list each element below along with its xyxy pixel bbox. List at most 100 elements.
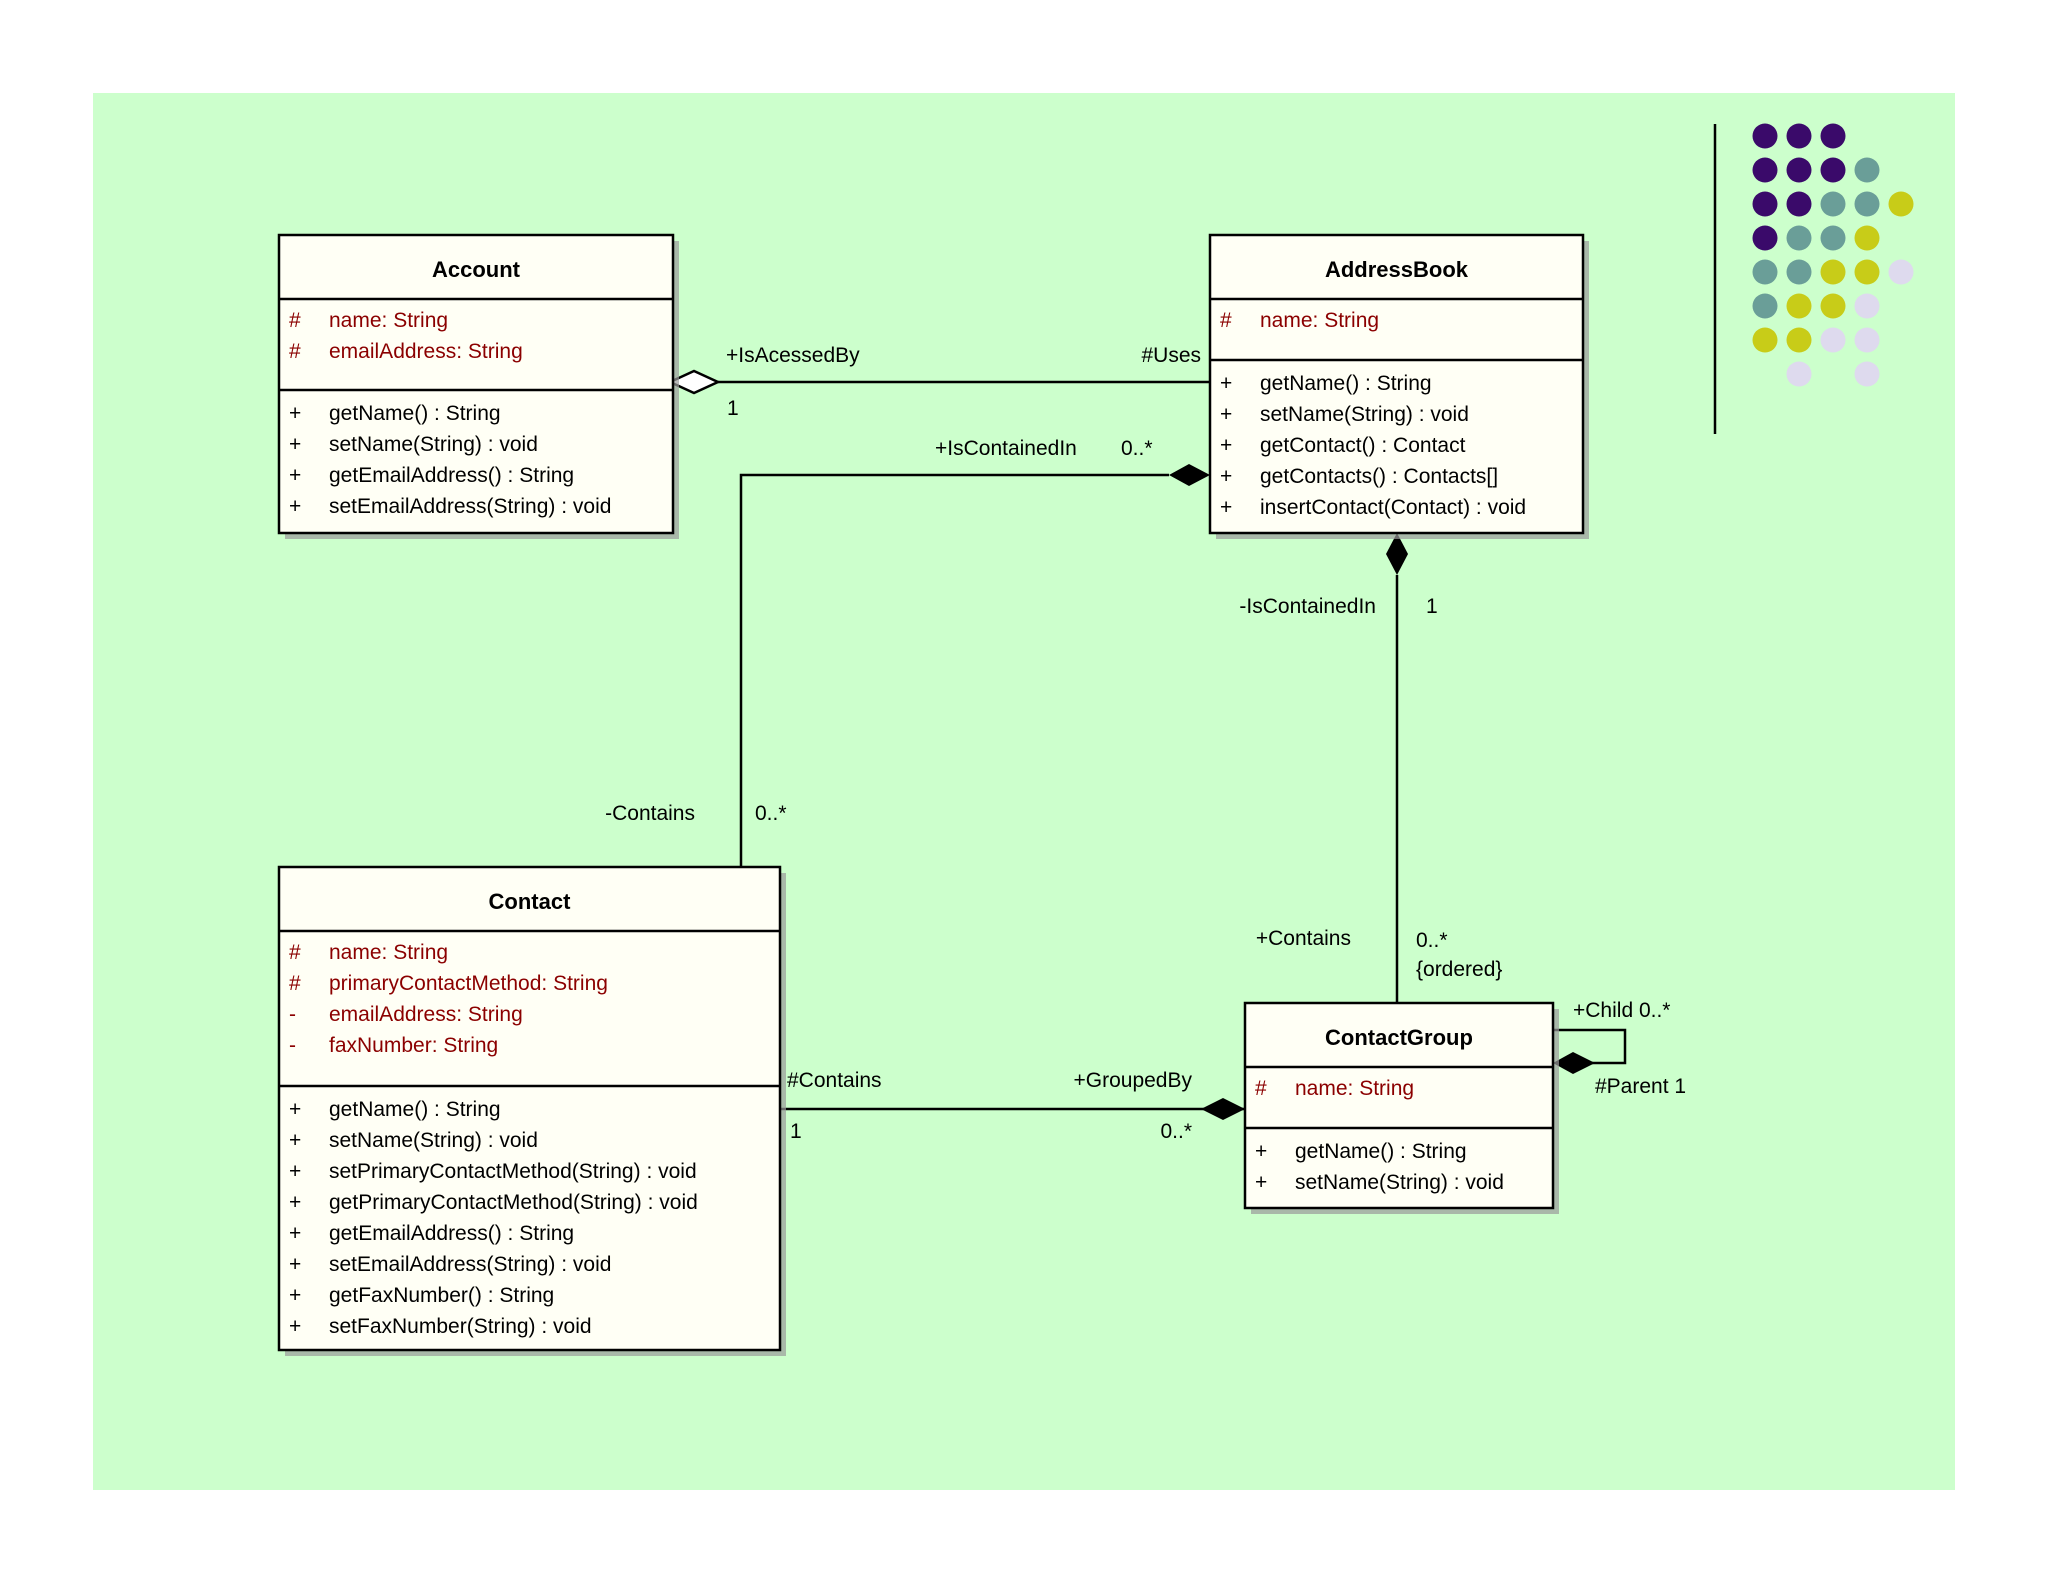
composition-diamond-icon: [1201, 1098, 1245, 1120]
attribute: name: String: [1295, 1077, 1414, 1100]
decorative-dot: [1820, 123, 1846, 149]
attribute: name: String: [329, 309, 448, 332]
decorative-dot: [1888, 259, 1914, 285]
decorative-dot: [1786, 259, 1812, 285]
attribute-visibility: #: [289, 941, 301, 964]
association-contact-addressbook: [739, 473, 1169, 867]
decorative-dot: [1752, 123, 1778, 149]
composition-diamond-icon: [1386, 533, 1408, 575]
mult-contact-target: 0..*: [1121, 437, 1153, 460]
decorative-dot: [1854, 327, 1880, 353]
operation-visibility: +: [289, 1191, 301, 1214]
operation-visibility: +: [1220, 465, 1232, 488]
role-iscontainedin-contact: +IsContainedIn: [935, 437, 1077, 460]
operation-visibility: +: [1220, 372, 1232, 395]
decorative-dot: [1752, 191, 1778, 217]
operation-visibility: +: [1255, 1171, 1267, 1194]
decorative-dot: [1752, 293, 1778, 319]
decorative-dot: [1752, 327, 1778, 353]
decorative-dot: [1786, 157, 1812, 183]
attribute: name: String: [329, 941, 448, 964]
slide-background: +IsAcessedBy 1 #Uses +IsContainedIn 0..*…: [93, 93, 1955, 1490]
attribute-visibility: #: [289, 340, 301, 363]
class-box: [1243, 1001, 1555, 1210]
operation: getName() : String: [1260, 372, 1432, 395]
operation-visibility: +: [289, 1315, 301, 1338]
class-box: [1208, 233, 1585, 535]
decorative-dot: [1854, 157, 1880, 183]
composition-diamond-icon: [1169, 464, 1210, 486]
attribute-visibility: -: [289, 1003, 296, 1026]
role-iscontainedin-group: -IsContainedIn: [1239, 595, 1376, 618]
attribute: emailAddress: String: [329, 1003, 523, 1026]
role-contains-contact: -Contains: [605, 802, 695, 825]
role-isaccessedby: +IsAcessedBy: [726, 344, 860, 367]
class-name: AddressBook: [1325, 257, 1469, 282]
class-addressbook[interactable]: AddressBook # name: String + getName() : Str…: [1208, 233, 1589, 539]
operation: getEmailAddress() : String: [329, 464, 574, 487]
operation-visibility: +: [289, 1098, 301, 1121]
role-child: +Child 0..*: [1573, 999, 1670, 1022]
operation: setName(String) : void: [329, 433, 538, 456]
mult-group-many: 0..*: [1160, 1120, 1192, 1143]
operation-visibility: +: [289, 495, 301, 518]
decorative-dot-grid: [1752, 123, 1914, 387]
operation-visibility: +: [1220, 403, 1232, 426]
decorative-dot: [1888, 191, 1914, 217]
role-groupedby: +GroupedBy: [1074, 1069, 1193, 1092]
role-parent: #Parent 1: [1595, 1075, 1686, 1098]
attribute-visibility: #: [289, 972, 301, 995]
class-contact[interactable]: Contact#name: String#primaryContactMetho…: [277, 865, 786, 1356]
operation: getName() : String: [1295, 1140, 1467, 1163]
decorative-dot: [1786, 327, 1812, 353]
decorative-dot: [1854, 293, 1880, 319]
decorative-dot: [1820, 191, 1846, 217]
mult-contact-source: 0..*: [755, 802, 787, 825]
class-box: [277, 865, 782, 1352]
class-contactgroup[interactable]: ContactGroup # name: String + getName() : St…: [1243, 1001, 1559, 1214]
decorative-dot: [1820, 327, 1846, 353]
operation-visibility: +: [289, 1160, 301, 1183]
decorative-dot: [1786, 293, 1812, 319]
operation: getContact() : Contact: [1260, 434, 1466, 457]
attribute-visibility: #: [289, 309, 301, 332]
operation: setEmailAddress(String) : void: [329, 495, 611, 518]
role-contains-hash: #Contains: [787, 1069, 882, 1092]
operation-visibility: +: [1220, 496, 1232, 519]
operation-visibility: +: [1220, 434, 1232, 457]
attribute-visibility: #: [1220, 309, 1232, 332]
attribute: faxNumber: String: [329, 1034, 498, 1057]
operation: getFaxNumber() : String: [329, 1284, 554, 1307]
decorative-dot: [1786, 191, 1812, 217]
mult-addressbook-1: 1: [1426, 595, 1438, 618]
operation: getName() : String: [329, 402, 501, 425]
attribute-visibility: -: [289, 1034, 296, 1057]
role-uses: #Uses: [1141, 344, 1201, 367]
class-account[interactable]: Account#name: String#emailAddress: Strin…: [277, 233, 679, 539]
aggregation-diamond-icon: [666, 369, 722, 395]
composition-diamond-icon: [1553, 1052, 1595, 1074]
uml-class-diagram: +IsAcessedBy 1 #Uses +IsContainedIn 0..*…: [93, 93, 1955, 1490]
attribute-visibility: #: [1255, 1077, 1267, 1100]
attribute: primaryContactMethod: String: [329, 972, 608, 995]
decorative-dot: [1752, 225, 1778, 251]
operation-visibility: +: [289, 1222, 301, 1245]
attribute: name: String: [1260, 309, 1379, 332]
attribute: emailAddress: String: [329, 340, 523, 363]
operation-visibility: +: [289, 1129, 301, 1152]
decorative-dot: [1786, 123, 1812, 149]
operation-visibility: +: [1255, 1140, 1267, 1163]
decorative-dot: [1820, 157, 1846, 183]
class-box: [277, 233, 675, 535]
decorative-dot: [1786, 225, 1812, 251]
class-name: ContactGroup: [1325, 1025, 1473, 1050]
mult-contactgroup: 0..*: [1416, 929, 1448, 952]
operation: getPrimaryContactMethod(String) : void: [329, 1191, 698, 1214]
operation: setFaxNumber(String) : void: [329, 1315, 592, 1338]
operation: setName(String) : void: [329, 1129, 538, 1152]
operation: getEmailAddress() : String: [329, 1222, 574, 1245]
operation: insertContact(Contact) : void: [1260, 496, 1526, 519]
decorative-dot: [1820, 225, 1846, 251]
operation: setEmailAddress(String) : void: [329, 1253, 611, 1276]
operation: setPrimaryContactMethod(String) : void: [329, 1160, 697, 1183]
